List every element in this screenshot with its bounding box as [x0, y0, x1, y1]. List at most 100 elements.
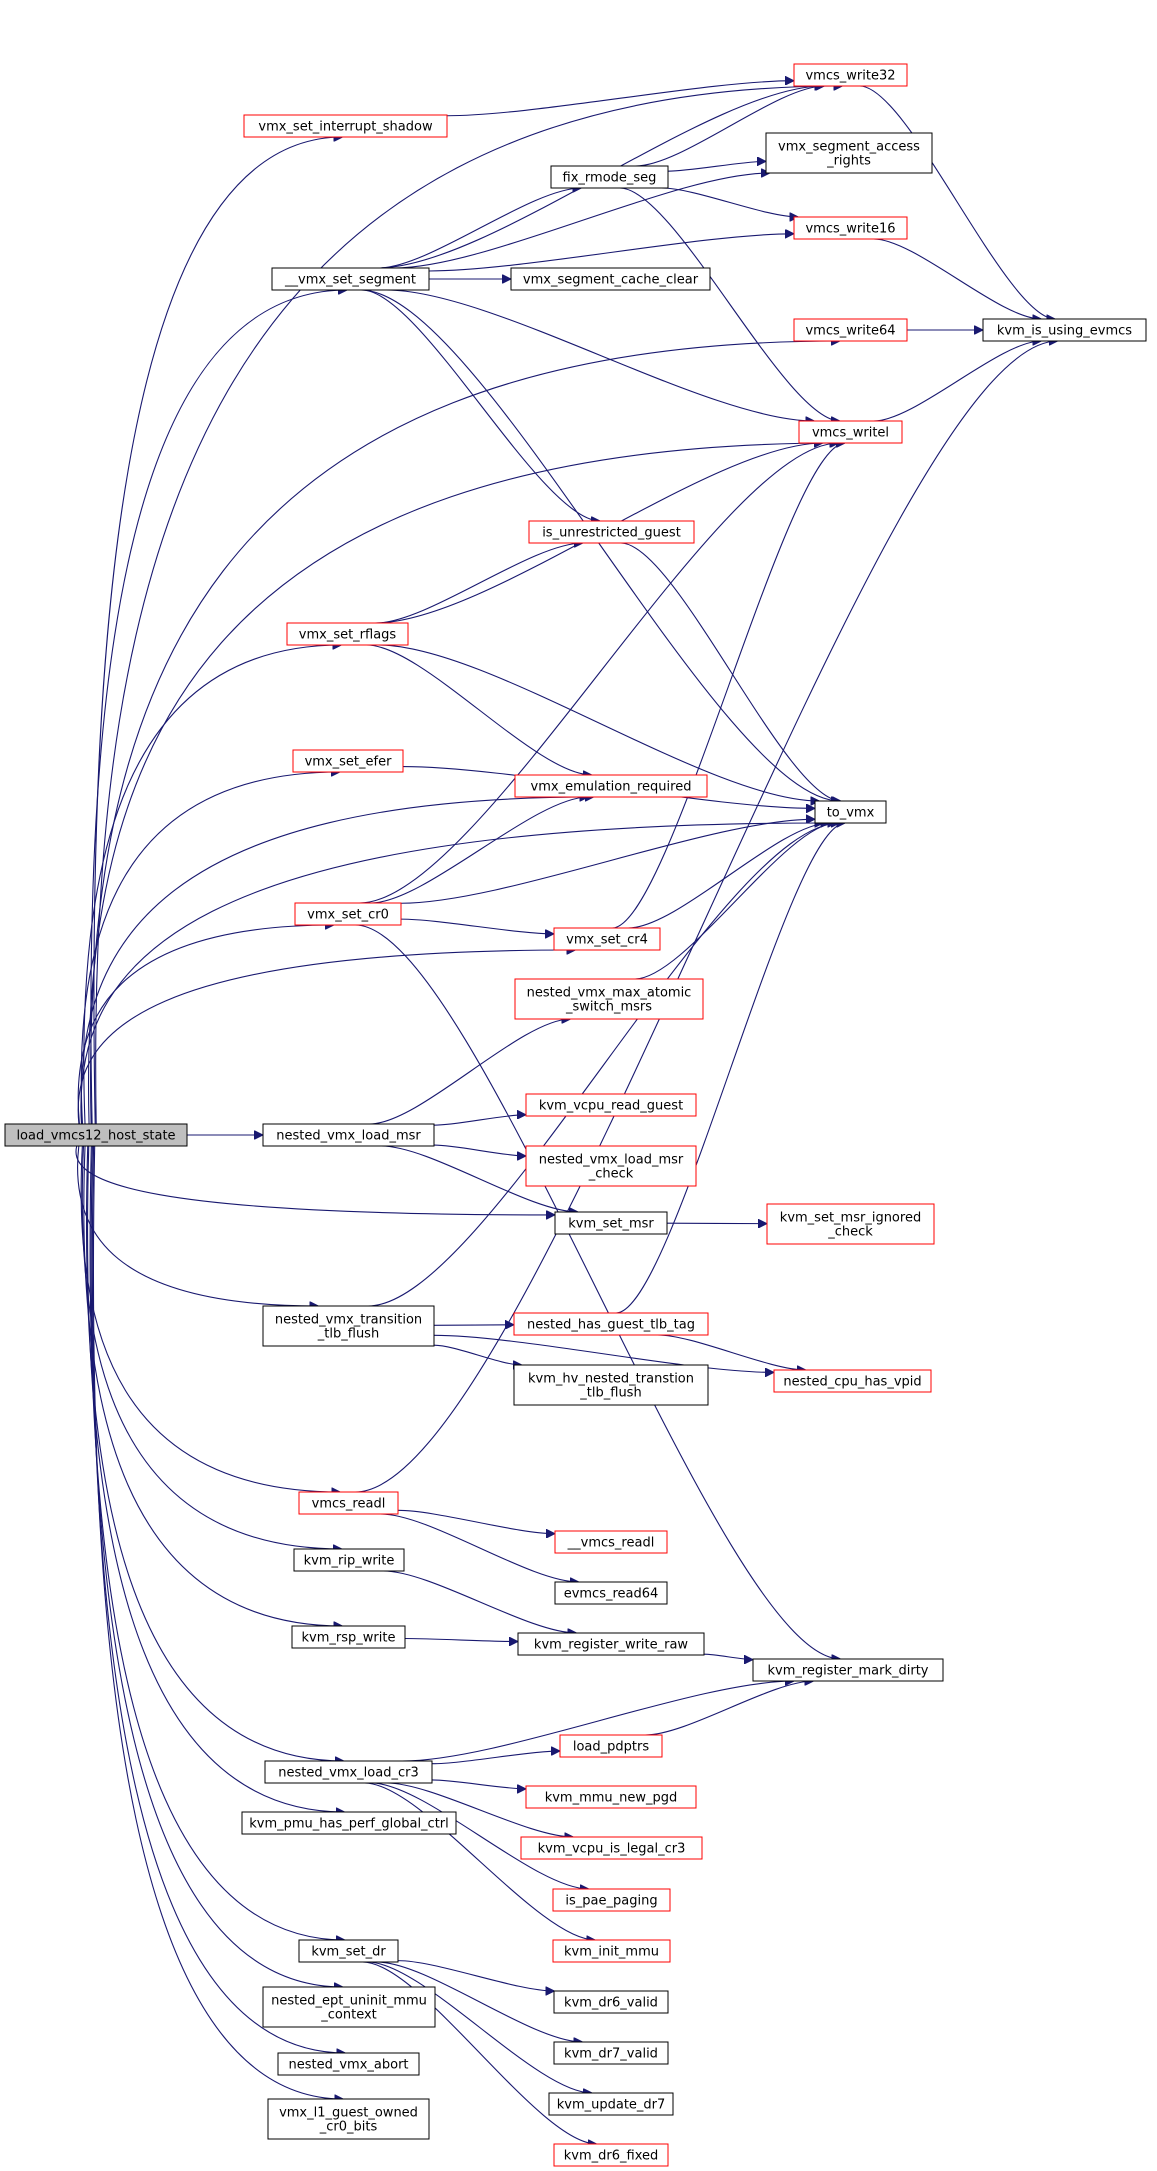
node-kvm-set-msr[interactable]: kvm_set_msr [554, 1211, 668, 1235]
edge-nested_vmx_transition_tlb_flush-to-nested_cpu_has_vpid [433, 1334, 774, 1372]
node-label: to_vmx [827, 806, 875, 821]
node-label: _check [588, 1167, 634, 1182]
node-nested-vmx-transition-tlb-flush[interactable]: nested_vmx_transition_tlb_flush [262, 1305, 435, 1347]
node-nested-vmx-load-cr3[interactable]: nested_vmx_load_cr3 [264, 1760, 433, 1784]
node-vmcs-write64[interactable]: vmcs_write64 [793, 318, 908, 342]
node-kvm-vcpu-is-legal-cr3[interactable]: kvm_vcpu_is_legal_cr3 [520, 1836, 703, 1860]
node-is-pae-paging[interactable]: is_pae_paging [552, 1888, 671, 1912]
node-box [552, 1939, 671, 1963]
node-vmx-l1-guest-owned-cr0-bits[interactable]: vmx_l1_guest_owned_cr0_bits [267, 2098, 430, 2140]
node-label: _context [320, 2008, 377, 2023]
edge-vmx_set_cr4-to-vmcs_writel [612, 443, 845, 929]
node-kvm-set-msr-ignored-check[interactable]: kvm_set_msr_ignored_check [766, 1203, 935, 1245]
node-nested-has-guest-tlb-tag[interactable]: nested_has_guest_tlb_tag [513, 1312, 709, 1336]
node-label: __vmx_set_segment [284, 273, 416, 288]
edge-root-to-kvm_pmu_has_perf_global_ctrl [87, 1145, 345, 1812]
node-kvm-rsp-write[interactable]: kvm_rsp_write [291, 1625, 406, 1649]
node-vmx-set-cr0[interactable]: vmx_set_cr0 [294, 902, 402, 926]
edge-__vmx_set_segment-to-vmcs_writel [386, 289, 814, 421]
node---vmcs-readl[interactable]: __vmcs_readl [554, 1530, 668, 1554]
node-label: kvm_register_write_raw [534, 1638, 689, 1653]
edge-fix_rmode_seg-to-vmcs_writel [619, 187, 840, 421]
node-label: nested_has_guest_tlb_tag [527, 1318, 695, 1333]
node---vmx-set-segment[interactable]: __vmx_set_segment [271, 267, 430, 291]
node-vmx-set-rflags[interactable]: vmx_set_rflags [286, 622, 409, 646]
node-label: nested_vmx_max_atomic [527, 986, 692, 1001]
node-nested-vmx-load-msr[interactable]: nested_vmx_load_msr [262, 1123, 435, 1147]
node-kvm-dr6-valid[interactable]: kvm_dr6_valid [553, 1990, 669, 2014]
node-kvm-vcpu-read-guest[interactable]: kvm_vcpu_read_guest [525, 1093, 697, 1117]
node-box [525, 1785, 697, 1809]
nodes: load_vmcs12_host_state vmx_set_interrupt_… [4, 63, 1147, 2167]
node-to-vmx[interactable]: to_vmx [814, 800, 887, 824]
edge-root-to-vmx_set_rflags [83, 645, 342, 1125]
node-box [513, 1312, 709, 1336]
edge-nested_vmx_load_msr-to-kvm_vcpu_read_guest [433, 1115, 526, 1126]
node-label: nested_vmx_load_cr3 [278, 1766, 418, 1781]
node-label: kvm_vcpu_read_guest [539, 1099, 683, 1114]
node-vmcs-write16[interactable]: vmcs_write16 [793, 216, 908, 240]
node-kvm-set-dr[interactable]: kvm_set_dr [298, 1939, 399, 1963]
node-kvm-init-mmu[interactable]: kvm_init_mmu [552, 1939, 671, 1963]
node-fix-rmode-seg[interactable]: fix_rmode_seg [550, 165, 669, 189]
node-box [793, 318, 908, 342]
edge-nested_has_guest_tlb_tag-to-nested_cpu_has_vpid [657, 1334, 806, 1370]
node-box [4, 1123, 188, 1147]
edge-load_pdptrs-to-kvm_register_mark_dirty [645, 1681, 813, 1736]
node-nested-vmx-load-msr-check[interactable]: nested_vmx_load_msr_check [525, 1145, 697, 1187]
node-vmcs-readl[interactable]: vmcs_readl [298, 1491, 399, 1515]
node-kvm-hv-nested-transtion-tlb-flush[interactable]: kvm_hv_nested_transtion_tlb_flush [513, 1364, 709, 1406]
node-root[interactable]: load_vmcs12_host_state [4, 1123, 188, 1147]
node-box [752, 1658, 944, 1682]
node-label: kvm_rsp_write [302, 1631, 396, 1646]
node-vmcs-writel[interactable]: vmcs_writel [798, 420, 903, 444]
node-box [291, 1625, 406, 1649]
edge-root-to-to_vmx [80, 823, 823, 1125]
edge-vmcs_write32-to-kvm_is_using_evmcs [859, 85, 1056, 319]
node-kvm-update-dr7[interactable]: kvm_update_dr7 [548, 2092, 674, 2116]
edge-root-to-vmx_set_cr0 [77, 925, 334, 1125]
edge-root-to-kvm_rsp_write [83, 1145, 343, 1626]
edge-nested_vmx_load_cr3-to-kvm_init_mmu [364, 1782, 596, 1940]
node-label: fix_rmode_seg [563, 171, 657, 186]
node-vmx-set-efer[interactable]: vmx_set_efer [292, 749, 404, 773]
node-label: kvm_init_mmu [564, 1945, 659, 1960]
node-nested-vmx-max-atomic-switch-msrs[interactable]: nested_vmx_max_atomic_switch_msrs [514, 978, 704, 1020]
node-box [298, 1939, 399, 1963]
node-load-pdptrs[interactable]: load_pdptrs [559, 1734, 663, 1758]
edge-root-to-nested_vmx_load_cr3 [85, 1145, 344, 1761]
node-is-unrestricted-guest[interactable]: is_unrestricted_guest [528, 520, 695, 544]
node-label: is_unrestricted_guest [542, 526, 681, 541]
node-vmx-emulation-required[interactable]: vmx_emulation_required [514, 774, 708, 798]
node-kvm-dr6-fixed[interactable]: kvm_dr6_fixed [553, 2143, 669, 2167]
edge-root-to-vmcs_write32 [95, 86, 843, 1125]
edge-vmx_set_rflags-to-to_vmx [378, 644, 820, 801]
node-box [277, 2052, 420, 2076]
node-kvm-pmu-has-perf-global-ctrl[interactable]: kvm_pmu_has_perf_global_ctrl [241, 1811, 457, 1835]
node-vmx-set-interrupt-shadow[interactable]: vmx_set_interrupt_shadow [243, 114, 448, 138]
node-evmcs-read64[interactable]: evmcs_read64 [554, 1581, 668, 1605]
node-kvm-is-using-evmcs[interactable]: kvm_is_using_evmcs [982, 318, 1147, 342]
node-kvm-register-mark-dirty[interactable]: kvm_register_mark_dirty [752, 1658, 944, 1682]
node-vmx-set-cr4[interactable]: vmx_set_cr4 [553, 927, 661, 951]
edge-__vmx_set_segment-to-fix_rmode_seg [378, 188, 581, 269]
node-kvm-register-write-raw[interactable]: kvm_register_write_raw [517, 1632, 705, 1656]
node-label: kvm_hv_nested_transtion [528, 1372, 694, 1387]
node-box [262, 1305, 435, 1347]
node-vmcs-write32[interactable]: vmcs_write32 [793, 63, 908, 87]
node-label: vmx_l1_guest_owned [279, 2106, 418, 2121]
node-box [514, 978, 704, 1020]
node-nested-ept-uninit-mmu-context[interactable]: nested_ept_uninit_mmu_context [262, 1986, 436, 2028]
node-kvm-rip-write[interactable]: kvm_rip_write [293, 1548, 405, 1572]
node-nested-vmx-abort[interactable]: nested_vmx_abort [277, 2052, 420, 2076]
edge-root-to-nested_vmx_abort [91, 1145, 345, 2053]
node-vmx-segment-access-rights[interactable]: vmx_segment_access_rights [765, 132, 933, 174]
node-vmx-segment-cache-clear[interactable]: vmx_segment_cache_clear [510, 267, 711, 291]
edge-vmx_set_interrupt_shadow-to-vmcs_write32 [446, 81, 794, 117]
edge-kvm_rsp_write-to-kvm_register_write_raw [404, 1639, 518, 1642]
node-kvm-mmu-new-pgd[interactable]: kvm_mmu_new_pgd [525, 1785, 697, 1809]
node-nested-cpu-has-vpid[interactable]: nested_cpu_has_vpid [773, 1369, 932, 1393]
node-label: nested_vmx_load_msr [276, 1129, 421, 1144]
node-label: kvm_set_msr [568, 1217, 654, 1232]
node-kvm-dr7-valid[interactable]: kvm_dr7_valid [553, 2041, 669, 2065]
